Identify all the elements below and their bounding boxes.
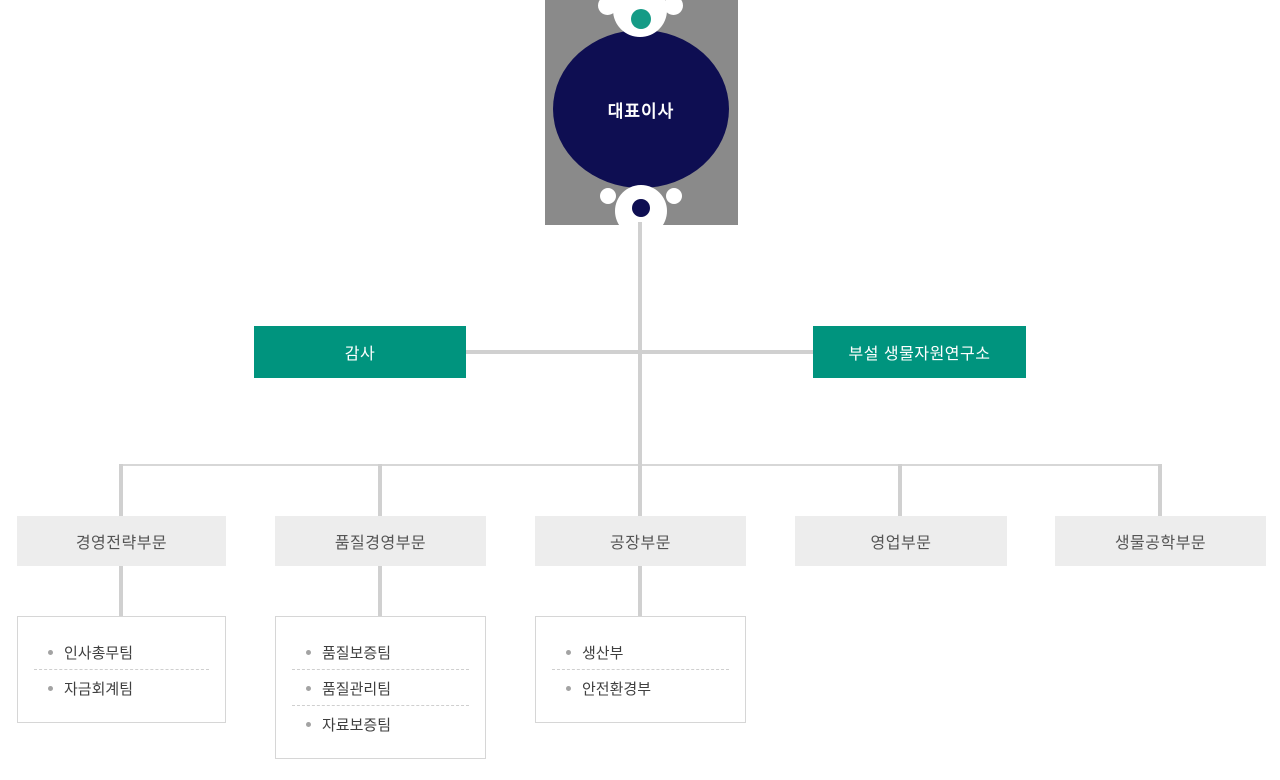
team-label: 품질보증팀 — [322, 644, 392, 662]
research-institute-box: 부설 생물자원연구소 — [813, 326, 1026, 378]
division-label: 경영전략부문 — [75, 535, 168, 552]
division-box-management-strategy: 경영전략부문 — [17, 516, 226, 566]
connector-drop-division-1 — [119, 464, 123, 516]
division-label: 공장부문 — [610, 535, 671, 552]
team-list-management-strategy: 인사총무팀 자금회계팀 — [17, 616, 226, 723]
bullet-icon — [48, 685, 53, 691]
division-box-factory: 공장부문 — [535, 516, 746, 566]
connector-drop-teams-2 — [378, 566, 382, 617]
team-label: 생산부 — [582, 644, 624, 662]
research-institute-label: 부설 생물자원연구소 — [848, 346, 991, 363]
bullet-icon — [306, 685, 311, 691]
connector-vertical-main — [638, 222, 642, 516]
division-box-sales: 영업부문 — [795, 516, 1007, 566]
ceo-bottom-notch-right — [666, 188, 682, 204]
ceo-label: 대표이사 — [607, 101, 675, 121]
team-item: 생산부 — [536, 634, 745, 670]
connector-drop-division-4 — [898, 464, 902, 516]
team-label: 자료보증팀 — [322, 716, 392, 734]
team-item: 자료보증팀 — [276, 706, 485, 742]
team-list-quality-management: 품질보증팀 품질관리팀 자료보증팀 — [275, 616, 486, 759]
team-item: 인사총무팀 — [18, 634, 225, 670]
division-label: 영업부문 — [870, 535, 932, 552]
bullet-icon — [566, 649, 571, 655]
teal-dot-icon — [631, 9, 651, 29]
team-list-factory: 생산부 안전환경부 — [535, 616, 746, 723]
connector-drop-teams-1 — [119, 566, 123, 617]
team-item: 품질관리팀 — [276, 670, 485, 706]
division-box-biotechnology: 생물공학부문 — [1055, 516, 1266, 566]
audit-box: 감사 — [254, 326, 466, 378]
team-item: 품질보증팀 — [276, 634, 485, 670]
ceo-circle — [553, 30, 729, 188]
ceo-top-notch-right — [664, 0, 683, 15]
team-label: 자금회계팀 — [64, 680, 134, 698]
team-item: 자금회계팀 — [18, 670, 225, 706]
division-box-quality-management: 품질경영부문 — [275, 516, 486, 566]
bullet-icon — [48, 649, 53, 655]
ceo-bottom-notch-left — [600, 188, 616, 204]
connector-drop-teams-3 — [638, 566, 642, 617]
bullet-icon — [306, 721, 311, 727]
navy-dot-icon — [632, 199, 650, 217]
audit-label: 감사 — [344, 346, 376, 363]
team-label: 인사총무팀 — [64, 644, 134, 662]
connector-drop-division-5 — [1158, 464, 1162, 516]
team-item: 안전환경부 — [536, 670, 745, 706]
bullet-icon — [566, 685, 571, 691]
division-label: 생물공학부문 — [1114, 535, 1207, 552]
division-label: 품질경영부문 — [334, 535, 427, 552]
team-label: 품질관리팀 — [322, 680, 392, 698]
bullet-icon — [306, 649, 311, 655]
connector-drop-division-2 — [378, 464, 382, 516]
team-label: 안전환경부 — [582, 680, 652, 698]
ceo-top-notch-left — [598, 0, 617, 15]
